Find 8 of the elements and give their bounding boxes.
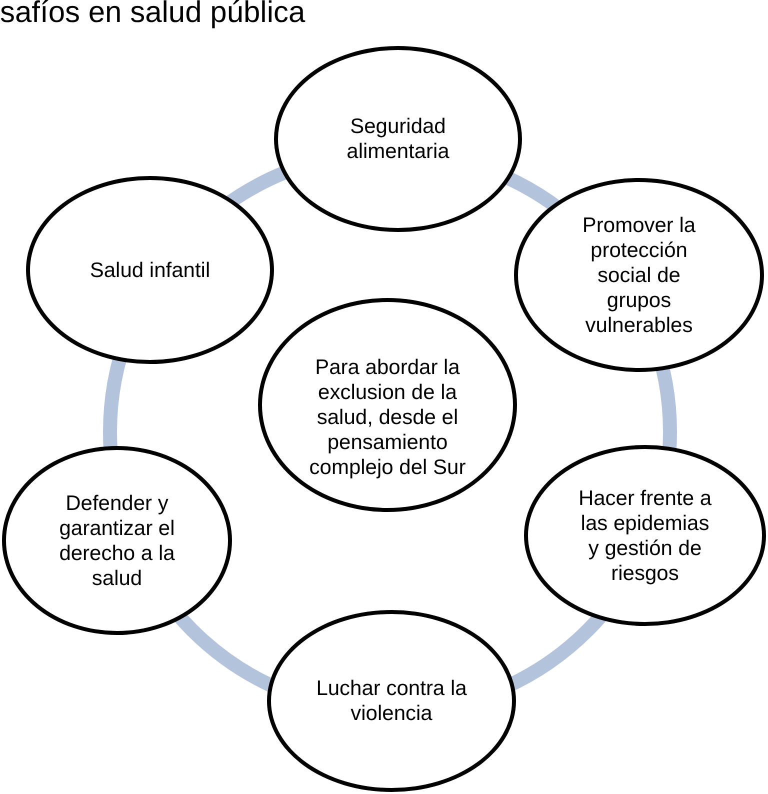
topic-text: Salud infantil — [90, 258, 210, 282]
topic-text: Hacer frente a las epidemias y gestión de riesgos — [577, 486, 713, 586]
topic-text: Seguridad alimentaria — [346, 114, 450, 164]
topic-text: Para abordar la exclusion de la salud, desde el pensamiento complejo del Sur — [308, 354, 467, 480]
topic-text: Defender y garantizar el derecho a la salud — [58, 490, 176, 590]
topic-text: Luchar contra la violencia — [315, 676, 468, 726]
diagram-title: safíos en salud pública — [0, 0, 306, 28]
topic-text: Promover la protección social de grupos vulnerables — [581, 212, 697, 338]
